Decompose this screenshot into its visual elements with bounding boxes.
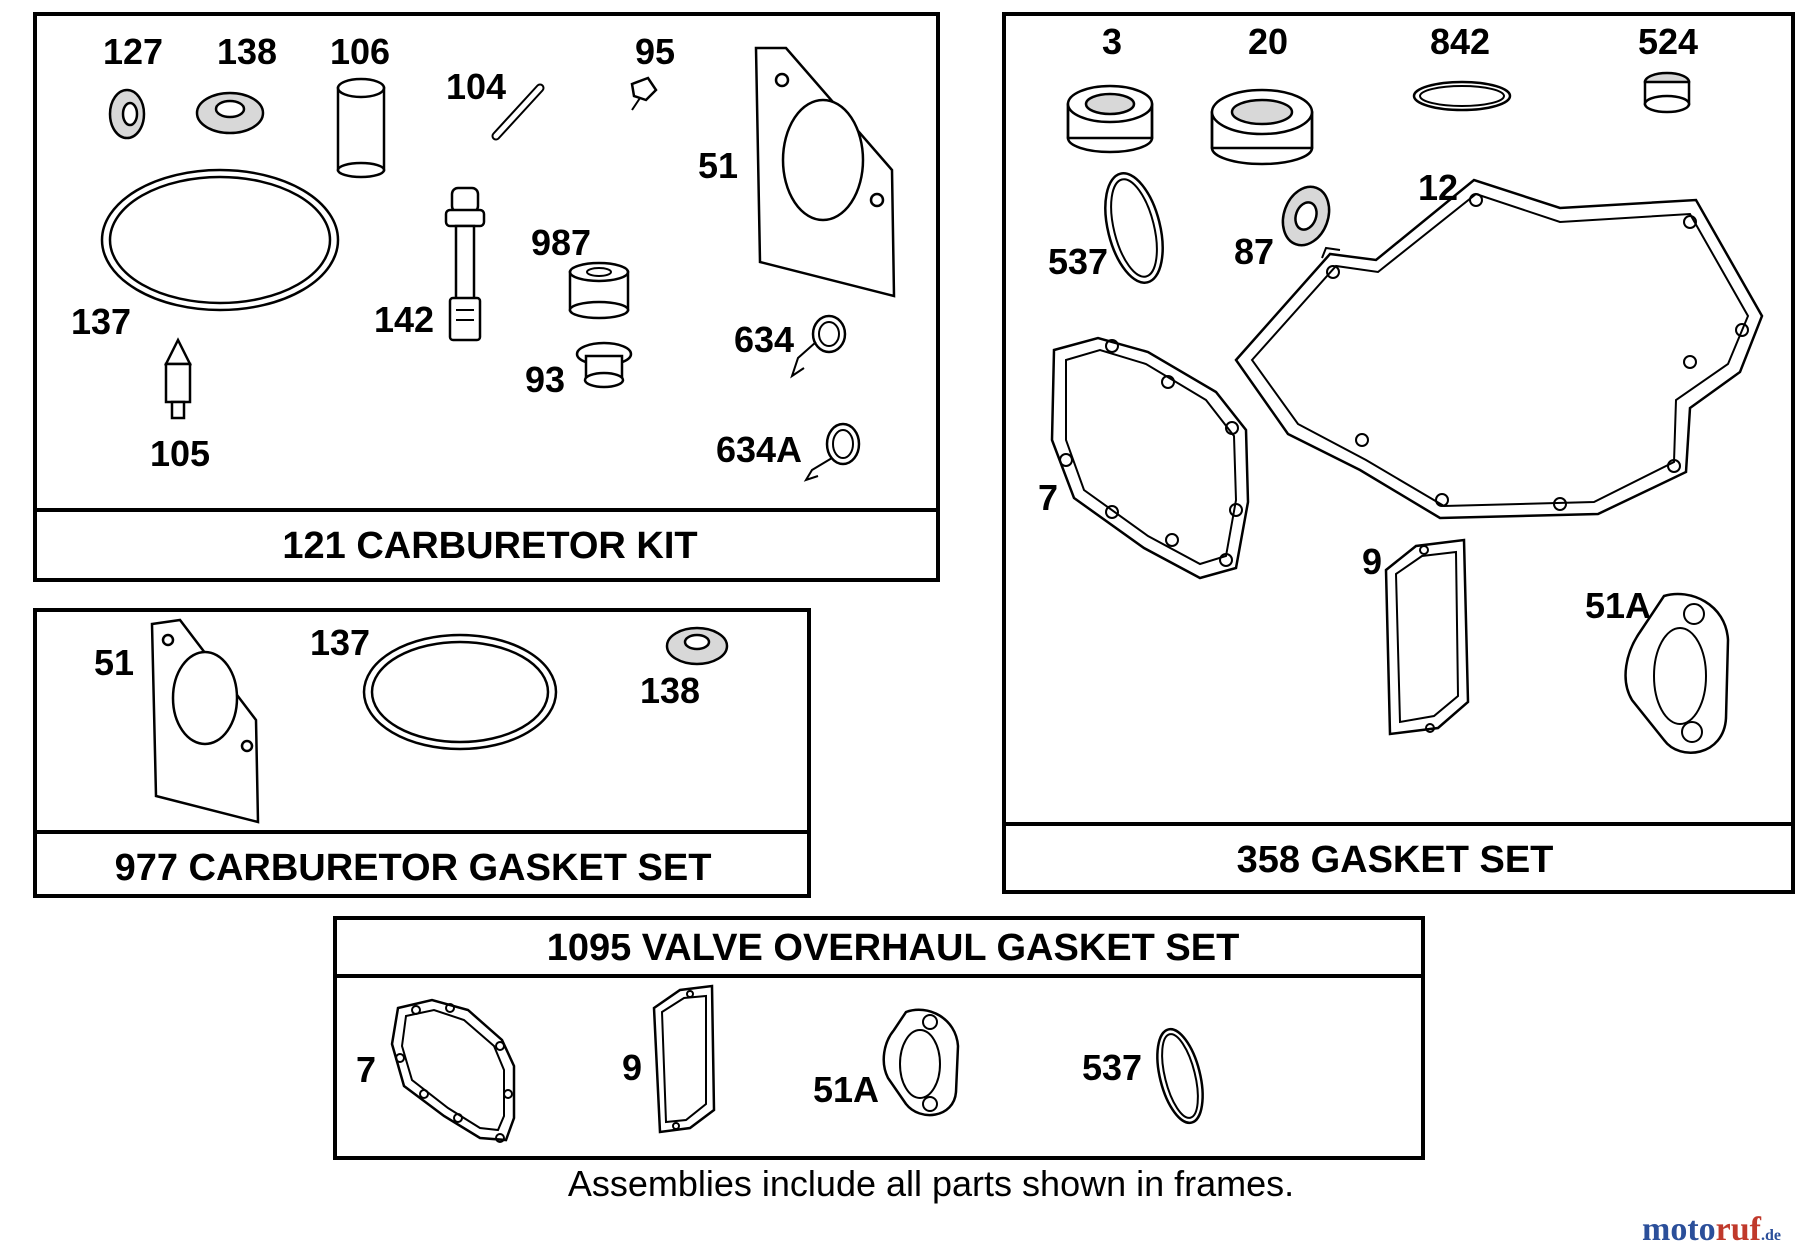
gasket-set-title: 358 GASKET SET: [1237, 839, 1554, 881]
tube-142-part: [444, 186, 486, 342]
intake-gasket-51a-part: [882, 1008, 960, 1117]
plug-524-part: [1643, 71, 1691, 114]
label-137: 137: [310, 622, 370, 663]
spacer-987-part: [568, 261, 630, 320]
gasket-set-frame: 358 GASKET SET: [1002, 12, 1795, 894]
label-537: 537: [1082, 1047, 1142, 1088]
valve-overhaul-gasket-set-frame: 1095 VALVE OVERHAUL GASKET SET: [333, 916, 1425, 1160]
carburetor-gasket-set-title: 977 CARBURETOR GASKET SET: [115, 847, 712, 889]
label-142: 142: [374, 299, 434, 340]
o-ring-537-part: [1156, 1027, 1204, 1125]
label-3: 3: [1102, 21, 1122, 62]
plate-gasket-51-part: [754, 46, 896, 298]
label-127: 127: [103, 31, 163, 72]
label-20: 20: [1248, 21, 1288, 62]
o-ring-537-part: [1104, 172, 1164, 284]
label-12: 12: [1418, 167, 1458, 208]
label-51: 51: [698, 145, 738, 186]
spring-634a-part: [803, 422, 861, 482]
watermark-text[interactable]: motoruf.de: [1642, 1211, 1781, 1248]
washer-138-part: [665, 626, 729, 666]
screw-95-part: [630, 76, 658, 111]
spring-634-part: [790, 314, 847, 379]
label-95: 95: [635, 31, 675, 72]
grommet-93-part: [575, 341, 633, 389]
carburetor-gasket-set-frame: 977 CARBURETOR GASKET SET: [33, 608, 811, 898]
label-7: 7: [356, 1049, 376, 1090]
label-51a: 51A: [1585, 585, 1651, 626]
washer-127-part: [108, 88, 146, 140]
carburetor-kit-frame: 121 CARBURETOR KIT: [33, 12, 940, 582]
assemblies-footnote: Assemblies include all parts shown in fr…: [568, 1163, 1294, 1204]
label-106: 106: [330, 31, 390, 72]
crankcase-gasket-12-part: [1234, 178, 1764, 520]
label-842: 842: [1430, 21, 1490, 62]
pin-104-part: [491, 83, 545, 141]
label-137: 137: [71, 301, 131, 342]
needle-105-part: [163, 337, 193, 420]
carburetor-kit-title: 121 CARBURETOR KIT: [282, 525, 697, 567]
label-524: 524: [1638, 21, 1698, 62]
label-634: 634: [734, 319, 794, 360]
oil-seal-3-part: [1066, 84, 1154, 154]
label-138: 138: [640, 670, 700, 711]
watermark-logo[interactable]: motoruf.de: [1642, 1211, 1781, 1248]
label-138: 138: [217, 31, 277, 72]
label-7: 7: [1038, 477, 1058, 518]
label-9: 9: [622, 1047, 642, 1088]
label-87: 87: [1234, 231, 1274, 272]
label-51a: 51A: [813, 1069, 879, 1110]
rect-gasket-9-part: [652, 984, 716, 1134]
plate-gasket-51-part: [150, 618, 260, 824]
valve-overhaul-gasket-set-title: 1095 VALVE OVERHAUL GASKET SET: [547, 927, 1240, 969]
label-537: 537: [1048, 241, 1108, 282]
o-ring-137-part: [362, 633, 558, 751]
head-gasket-7-part: [1050, 336, 1250, 580]
intake-gasket-51a-part: [1624, 592, 1730, 754]
bushing-106-part: [336, 77, 386, 179]
label-105: 105: [150, 433, 210, 474]
o-ring-137-part: [100, 168, 340, 312]
rect-gasket-9-part: [1384, 538, 1470, 736]
label-9: 9: [1362, 541, 1382, 582]
label-987: 987: [531, 222, 591, 263]
seal-87-part: [1281, 185, 1331, 247]
label-104: 104: [446, 66, 506, 107]
oil-seal-20-part: [1210, 88, 1314, 166]
label-93: 93: [525, 359, 565, 400]
label-634a: 634A: [716, 429, 802, 470]
label-51: 51: [94, 642, 134, 683]
washer-138-part: [195, 91, 265, 135]
o-ring-842-part: [1412, 80, 1512, 112]
head-gasket-7-part: [390, 998, 516, 1143]
